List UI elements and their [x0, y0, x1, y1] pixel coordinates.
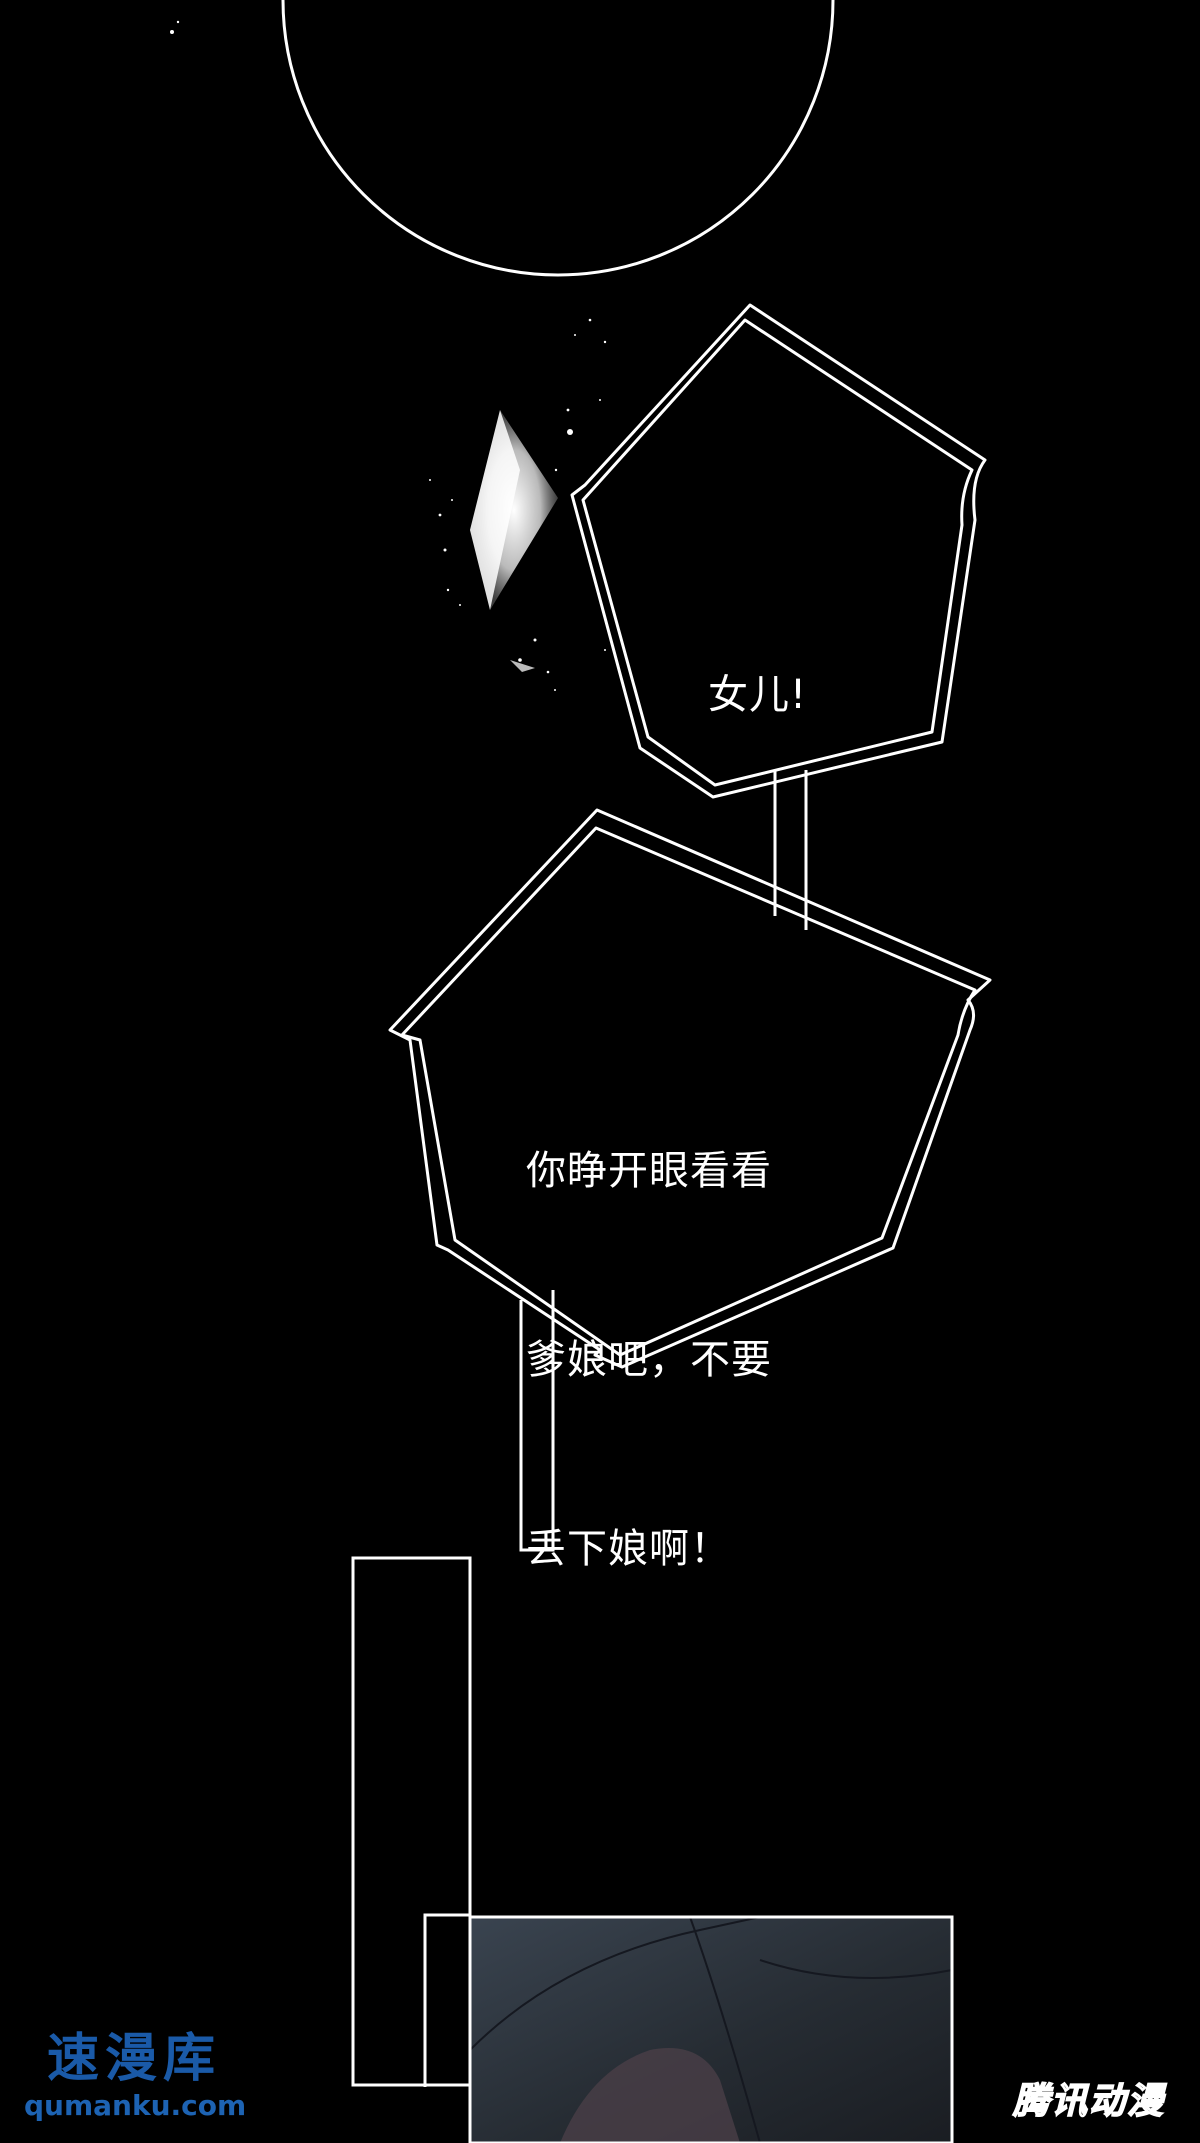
circle-outline [281, 0, 835, 277]
image-panel [468, 1915, 954, 2143]
bubble-2-line-1: 你睁开眼看看 [526, 1148, 772, 1194]
watermark-url: qumanku.com [24, 2089, 247, 2122]
watermark-title: 速漫库 [46, 2029, 221, 2089]
bubble-1-line-1: 女儿! [708, 672, 808, 718]
sparkle-dots [170, 20, 607, 691]
bubble-connector-1 [773, 770, 808, 930]
speech-bubble-1-outline [570, 303, 987, 799]
watermark-tencent-comic-logo: 腾讯动漫 [1012, 2080, 1165, 2123]
panel-frame-empty [351, 1556, 472, 2087]
bubble-2-line-2: 爹娘吧，不要 [526, 1337, 772, 1383]
bubble-2-line-3: 丢下娘啊！ [526, 1526, 731, 1572]
bubble-connector-2 [519, 1290, 555, 1552]
watermark-qumanku: 速漫库 qumanku.com [24, 2028, 247, 2122]
speech-bubble-2-text: 你睁开眼看看 爹娘吧，不要 丢下娘啊！ [526, 1014, 772, 1707]
speech-bubble-2-outline [388, 808, 992, 1369]
speech-bubble-1-text: 女儿! [708, 538, 807, 853]
